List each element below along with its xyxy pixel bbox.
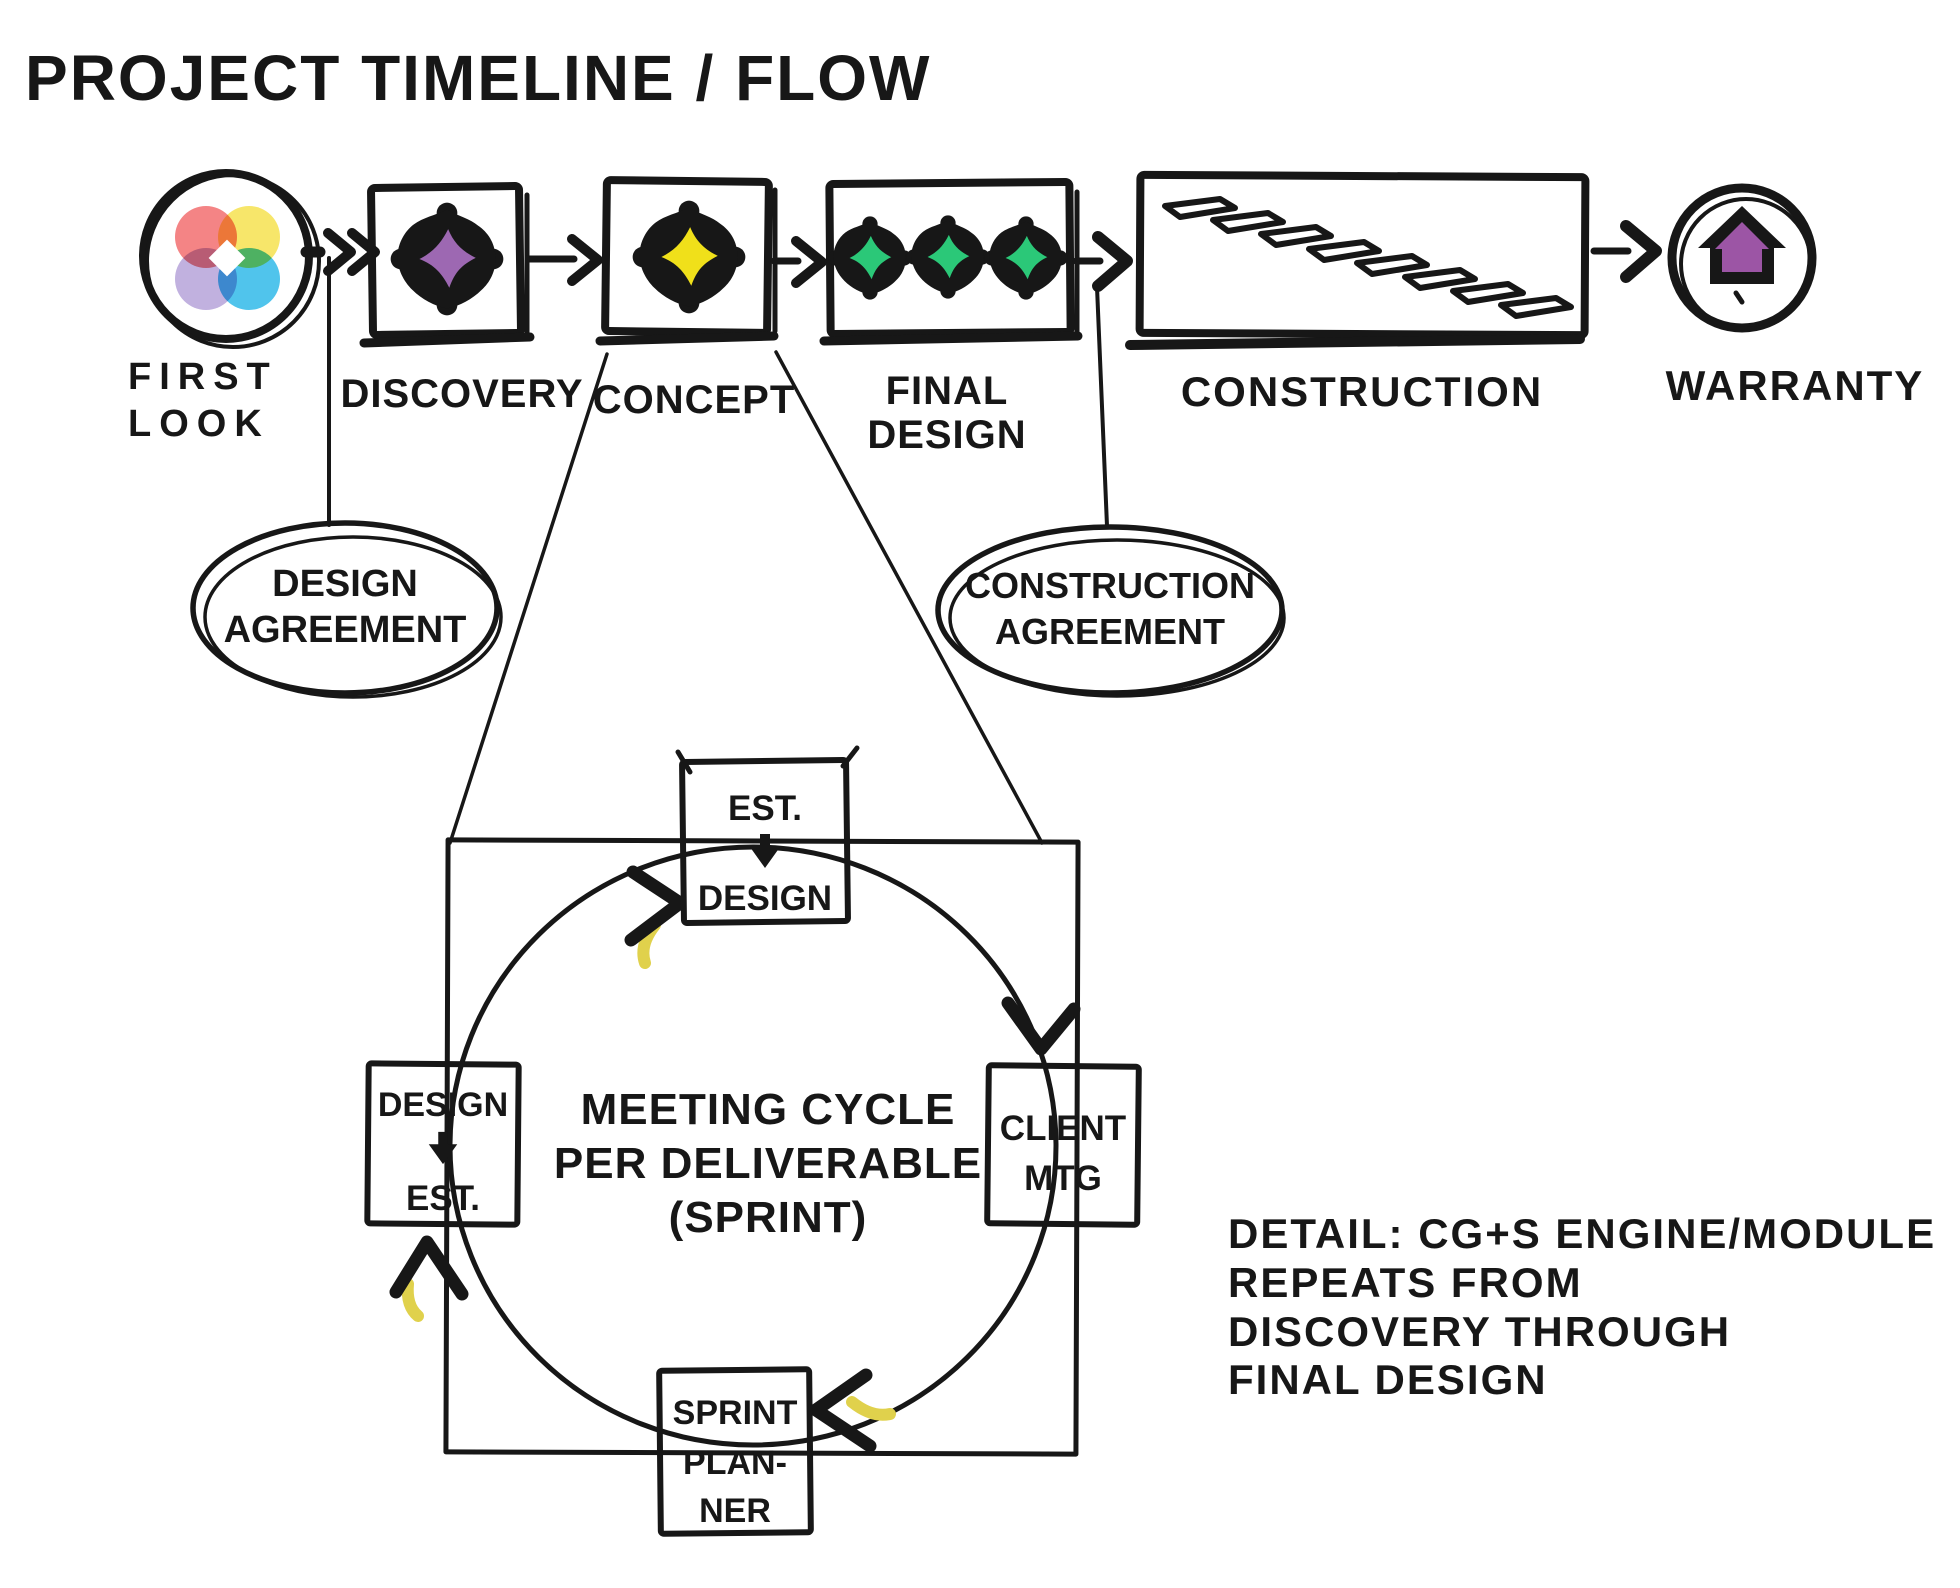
stage-concept: CONCEPT [593,176,796,422]
construction-agreement-callout: CONSTRUCTION AGREEMENT [935,524,1286,698]
callout-label: CONSTRUCTION [965,565,1255,606]
deliverable-blob-icon [632,200,746,314]
sketch-retrace [1125,334,1585,350]
construction-agreement-connector-line [1095,285,1109,528]
deliverable-blob-icon [828,216,912,300]
highlight-mark [846,1396,896,1421]
stage-final-design: FINAL DESIGN [819,177,1083,457]
stage-first-look: FIRST LOOK [128,169,321,445]
node-label: NER [699,1492,771,1530]
node-label: MTG [1024,1159,1102,1198]
stage-label: LOOK [128,403,270,445]
page-title: PROJECT TIMELINE / FLOW [25,42,931,114]
callout-label: AGREEMENT [224,609,467,651]
node-label: DESIGN [378,1086,508,1124]
sketch-retrace [595,331,779,346]
stage-warranty: WARRANTY [1666,183,1925,409]
node-label: EST. [728,789,802,828]
cycle-node-sprint-planner: SPRINT PLAN- NER [656,1366,814,1537]
house-icon [1698,206,1786,305]
callout-label: AGREEMENT [995,611,1225,652]
sketch-retrace [359,332,535,348]
cycle-node-client-mtg: CLIENT MTG [984,1062,1142,1228]
deliverable-blob-icon [906,215,990,299]
arrow-right-icon [770,236,827,288]
cycle-node-design-est: DESIGN EST. [364,1060,522,1228]
node-label: PLAN- [683,1444,787,1482]
node-label: CLIENT [1000,1109,1126,1148]
cycle-node-est-design: EST. DESIGN [675,745,860,926]
stage-construction: CONSTRUCTION [1125,170,1590,415]
detail-note: DETAIL: CG+S ENGINE/MODULE REPEATS FROM … [1228,1210,1936,1403]
deliverable-blob-icon [984,216,1068,300]
cycle-caption: PER DELIVERABLE [554,1139,982,1188]
cycle-arrowhead-icon [1001,996,1081,1056]
venn-center-diamond [208,239,246,277]
sketch-tick [840,745,860,769]
stage-label: FIRST [128,356,278,398]
callout-bubble [190,520,500,696]
arrow-right-icon [1590,220,1662,283]
stage-label: DISCOVERY [340,372,583,416]
zoom-line-left [448,352,609,845]
sprint-cycle-detail: MEETING CYCLE PER DELIVERABLE (SPRINT) E… [364,745,1142,1537]
gantt-stairs-icon [1162,196,1574,319]
discovery-box [367,182,525,339]
zoom-line-right [774,350,1044,845]
sketch-retrace [1679,197,1813,331]
venn-circles-icon [175,206,280,310]
deliverable-blob-icon [390,202,504,316]
design-agreement-callout: DESIGN AGREEMENT [190,520,503,699]
sketch-retrace [948,538,1286,698]
sketch-tick [675,749,693,775]
cycle-arrowhead-icon [624,865,687,947]
node-label: EST. [406,1179,480,1218]
stage-discovery: DISCOVERY [340,182,583,416]
cycle-caption: (SPRINT) [669,1193,868,1242]
note-line: DISCOVERY THROUGH [1228,1308,1731,1355]
stage-label: DESIGN [867,413,1026,457]
stage-label: FINAL [886,369,1009,413]
cycle-arrowhead-icon [389,1235,469,1301]
sketch-retrace [203,535,503,699]
arrow-right-icon [524,234,603,286]
node-label: DESIGN [698,879,832,918]
construction-box [1135,170,1590,340]
sketch-retrace [819,331,1083,346]
first-look-sketch-retrace [145,173,321,349]
stage-label: CONSTRUCTION [1181,368,1543,415]
down-arrow-icon [428,1131,458,1165]
highlight-mark [401,1278,424,1322]
cycle-arrowhead-icon [809,1368,877,1453]
node-label: SPRINT [673,1394,798,1432]
stage-label: CONCEPT [593,378,796,422]
cycle-caption: MEETING CYCLE [581,1085,956,1134]
callout-label: DESIGN [272,563,418,605]
arrow-right-icon [1072,231,1133,292]
note-line: DETAIL: CG+S ENGINE/MODULE [1228,1210,1936,1257]
note-line: FINAL DESIGN [1228,1356,1548,1403]
concept-box [601,176,773,337]
note-line: REPEATS FROM [1228,1259,1583,1306]
stage-label: WARRANTY [1666,362,1925,409]
